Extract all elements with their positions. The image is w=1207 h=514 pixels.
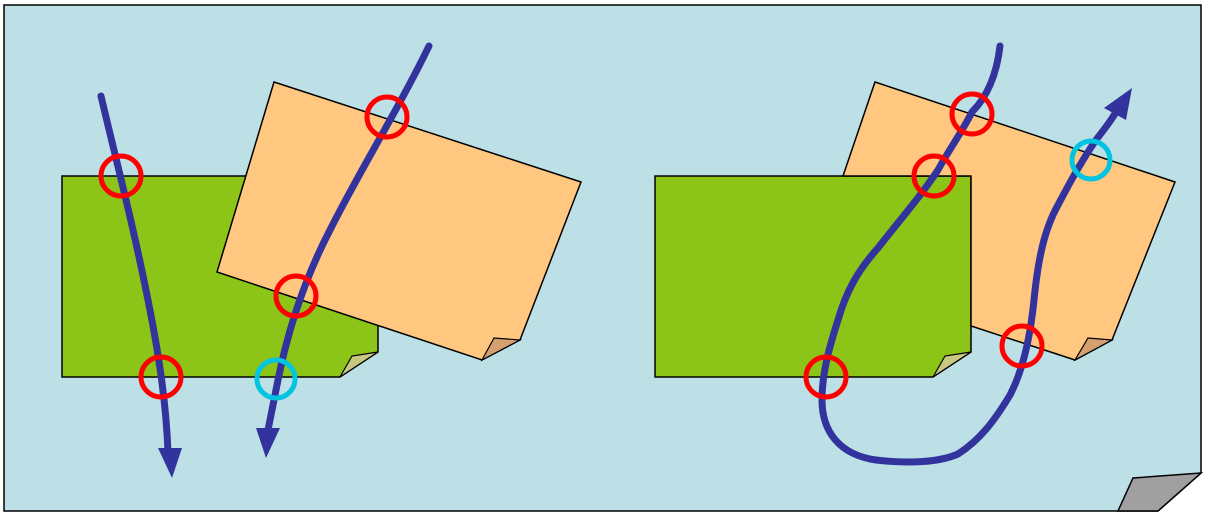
red-marker [138, 354, 184, 400]
path-2 [256, 42, 433, 458]
right-panel [654, 42, 1176, 466]
red-marker [949, 91, 995, 137]
left-panel [61, 42, 582, 478]
red-marker [911, 153, 957, 199]
orange-note-curl [1073, 337, 1115, 362]
red-marker [364, 94, 410, 140]
red-marker [999, 323, 1045, 369]
path-1-line [97, 92, 172, 456]
cyan-marker [254, 357, 298, 401]
path-3 [818, 42, 1132, 466]
red-marker [803, 354, 849, 400]
orange-note-curl [480, 337, 523, 362]
red-marker [98, 153, 144, 199]
arrowhead-icon [1104, 88, 1132, 120]
green-note-curl [932, 351, 972, 378]
arrowhead-icon [256, 428, 280, 458]
path-3-line [818, 42, 1121, 466]
path-1 [97, 92, 182, 478]
orange-note [216, 81, 582, 362]
page-curl-icon [1116, 472, 1204, 512]
orange-note-body [841, 81, 1176, 361]
green-note [654, 175, 972, 378]
green-note-curl [339, 351, 379, 378]
arrowhead-icon [158, 448, 182, 478]
path-2-line [264, 42, 433, 434]
red-marker [273, 273, 319, 319]
orange-note [841, 81, 1176, 362]
green-note-body [654, 175, 972, 378]
cyan-marker [1069, 138, 1113, 182]
